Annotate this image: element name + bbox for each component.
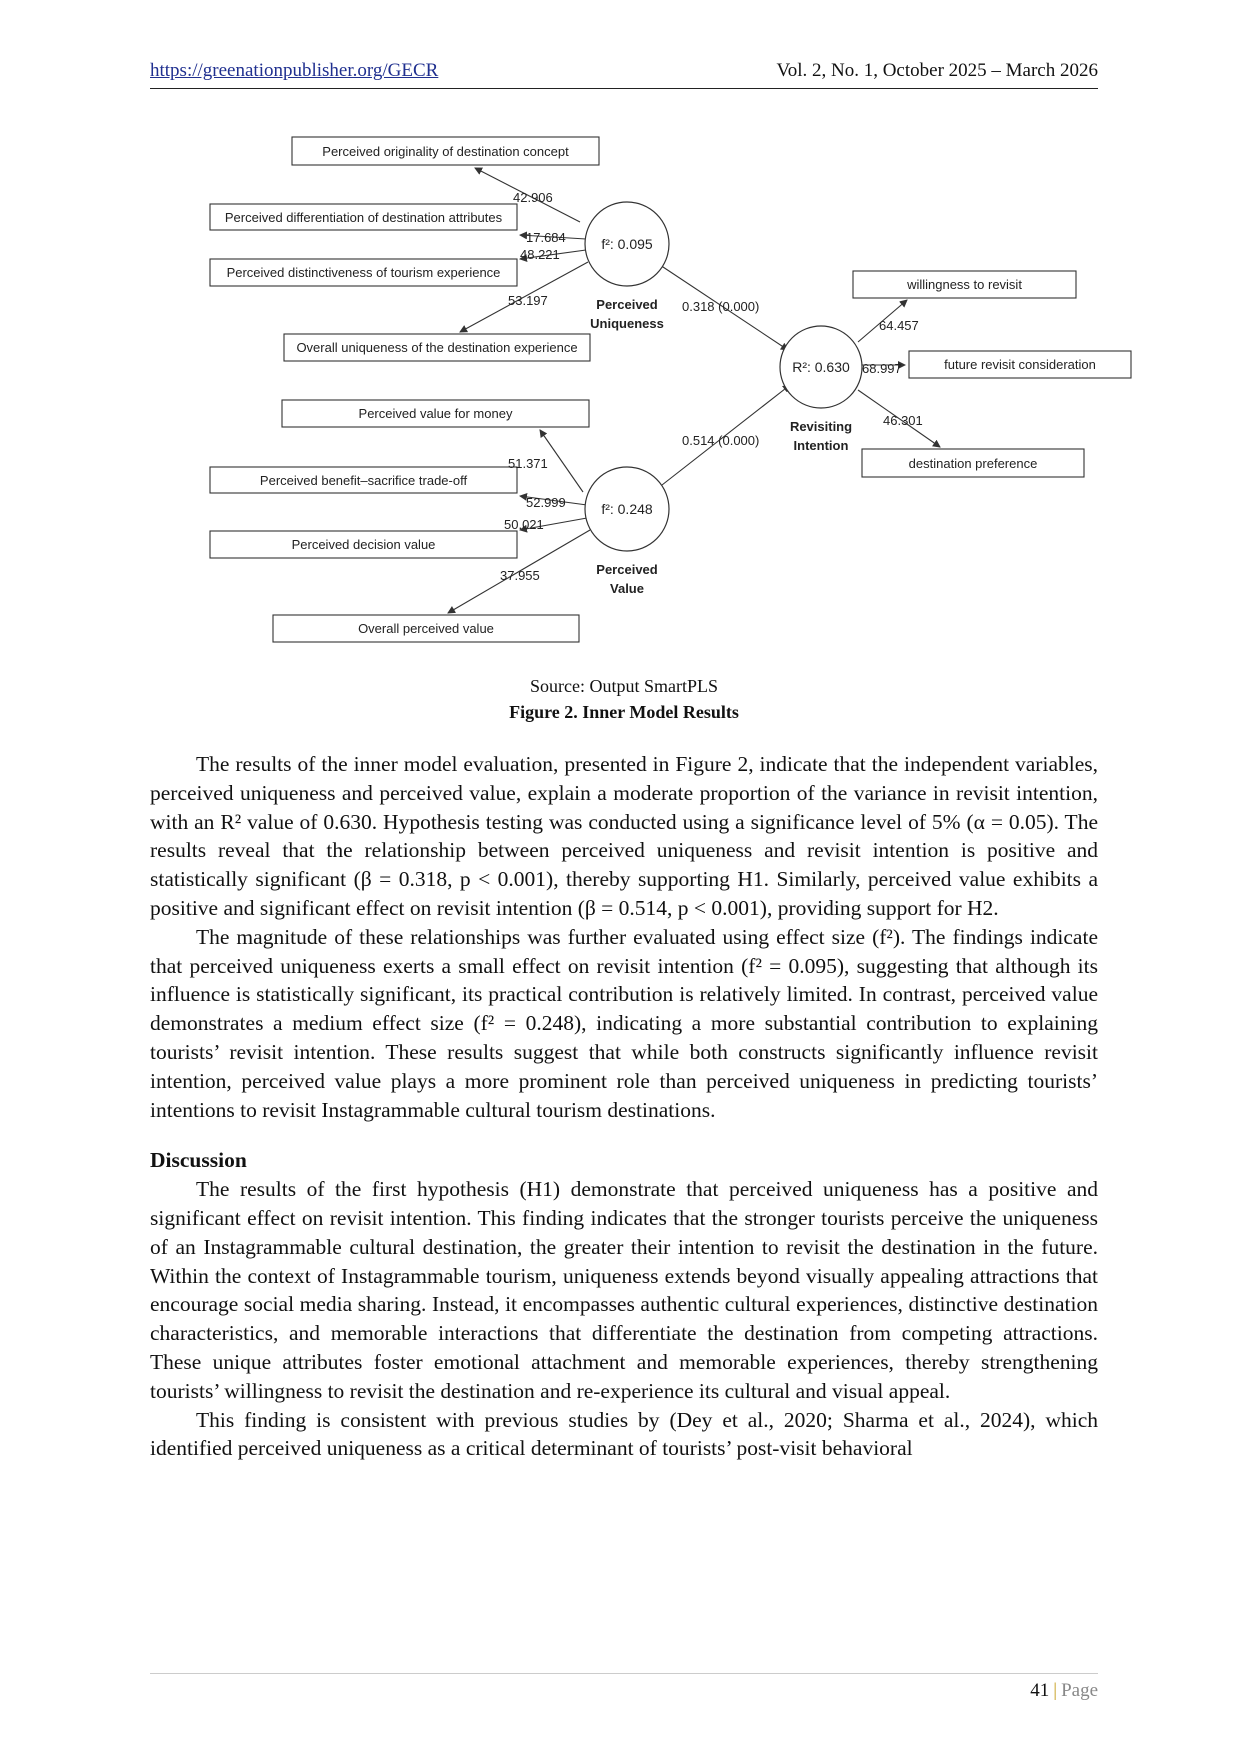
value-f2-stat: f²: 0.248 [601, 501, 653, 517]
value-name-line1: Perceived [596, 562, 657, 577]
loading-decision: 50.021 [504, 517, 544, 532]
volume-info: Vol. 2, No. 1, October 2025 – March 2026 [776, 60, 1098, 81]
arrow-revisit-willingness [857, 299, 908, 343]
paragraph-4: This finding is consistent with previous… [150, 1407, 1098, 1461]
indicator-willingness-label: willingness to revisit [906, 277, 1022, 292]
indicator-overall-value-label: Overall perceived value [358, 621, 494, 636]
revisit-name-line1: Revisiting [790, 419, 852, 434]
indicator-distinctiveness-label: Perceived distinctiveness of tourism exp… [227, 265, 501, 280]
arrow-value-overall [447, 529, 591, 614]
paragraph-1: The results of the inner model evaluatio… [150, 752, 1098, 920]
uniqueness-name-line1: Perceived [596, 297, 657, 312]
body-text: The results of the inner model evaluatio… [150, 750, 1098, 1463]
arrow-uniqueness-distinctiveness [519, 249, 587, 263]
indicator-value-for-money-label: Perceived value for money [359, 406, 513, 421]
lv-perceived-uniqueness: f²: 0.095 Perceived Uniqueness [584, 201, 670, 331]
indicator-decision-value: Perceived decision value [209, 530, 518, 559]
loading-value-money: 51.371 [508, 456, 548, 471]
journal-url-link[interactable]: https://greenationpublisher.org/GECR [150, 60, 439, 81]
arrow-uniqueness-overall [459, 261, 589, 333]
footer-divider [150, 1673, 1098, 1674]
lv-revisiting-intention: R²: 0.630 Revisiting Intention [779, 325, 863, 453]
paragraph-2: The magnitude of these relationships was… [150, 924, 1098, 1122]
indicator-destination-preference-label: destination preference [909, 456, 1038, 471]
path-coef-uniqueness: 0.318 (0.000) [682, 299, 759, 314]
loading-tradeoff: 52.999 [526, 495, 566, 510]
indicator-differentiation: Perceived differentiation of destination… [209, 203, 518, 231]
arrow-uniqueness-originality [474, 167, 581, 223]
value-name-line2: Value [610, 581, 644, 596]
uniqueness-f2-stat: f²: 0.095 [601, 236, 653, 252]
loading-overall-value: 37.955 [500, 568, 540, 583]
loading-willingness: 64.457 [879, 318, 919, 333]
indicator-originality-label: Perceived originality of destination con… [322, 144, 569, 159]
arrow-revisit-preference [857, 389, 941, 448]
loading-originality: 42.906 [513, 190, 553, 205]
arrow-value-tradeoff [519, 492, 588, 506]
uniqueness-name-line2: Uniqueness [590, 316, 664, 331]
figure-source: Source: Output SmartPLS [530, 676, 718, 696]
lv-perceived-value: f²: 0.248 Perceived Value [584, 466, 670, 596]
page-label: Page [1061, 1680, 1098, 1701]
arrow-value-decision [519, 517, 588, 533]
section-heading-discussion: Discussion [150, 1148, 247, 1173]
indicator-willingness: willingness to revisit [852, 270, 1077, 299]
loading-differentiation: 17.684 [526, 230, 566, 245]
path-uniqueness-to-revisit [659, 264, 789, 351]
paragraph-3: The results of the first hypothesis (H1)… [150, 1177, 1098, 1403]
page-footer: 41|Page [1030, 1680, 1098, 1702]
indicator-distinctiveness: Perceived distinctiveness of tourism exp… [209, 258, 518, 287]
loading-future: 68.997 [862, 361, 902, 376]
indicator-benefit-tradeoff: Perceived benefit–sacrifice trade-off [209, 466, 518, 494]
arrow-value-money [539, 429, 584, 493]
revisit-r2-stat: R²: 0.630 [792, 359, 850, 375]
figure-caption: Figure 2. Inner Model Results [509, 702, 739, 722]
loading-distinctiveness: 48.221 [520, 247, 560, 262]
path-coef-value: 0.514 (0.000) [682, 433, 759, 448]
indicator-future-consideration-label: future revisit consideration [944, 357, 1096, 372]
indicator-decision-value-label: Perceived decision value [292, 537, 436, 552]
indicator-benefit-tradeoff-label: Perceived benefit–sacrifice trade-off [260, 473, 468, 488]
indicator-overall-uniqueness: Overall uniqueness of the destination ex… [283, 333, 591, 362]
inner-model-diagram: Perceived originality of destination con… [209, 136, 1132, 643]
revisit-name-line2: Intention [794, 438, 849, 453]
indicator-destination-preference: destination preference [861, 448, 1085, 478]
page-header: https://greenationpublisher.org/GECR Vol… [150, 58, 1098, 89]
indicator-future-consideration: future revisit consideration [908, 350, 1132, 379]
indicator-overall-uniqueness-label: Overall uniqueness of the destination ex… [296, 340, 577, 355]
indicator-originality: Perceived originality of destination con… [291, 136, 600, 166]
indicator-differentiation-label: Perceived differentiation of destination… [225, 210, 503, 225]
indicator-value-for-money: Perceived value for money [281, 399, 590, 428]
page-separator: | [1053, 1680, 1058, 1701]
loading-preference: 46.301 [883, 413, 923, 428]
indicator-overall-value: Overall perceived value [272, 614, 580, 643]
page-number: 41 [1030, 1680, 1050, 1701]
loading-overall-uniqueness: 53.197 [508, 293, 548, 308]
path-value-to-revisit [661, 384, 791, 486]
arrow-uniqueness-differentiation [519, 231, 587, 240]
